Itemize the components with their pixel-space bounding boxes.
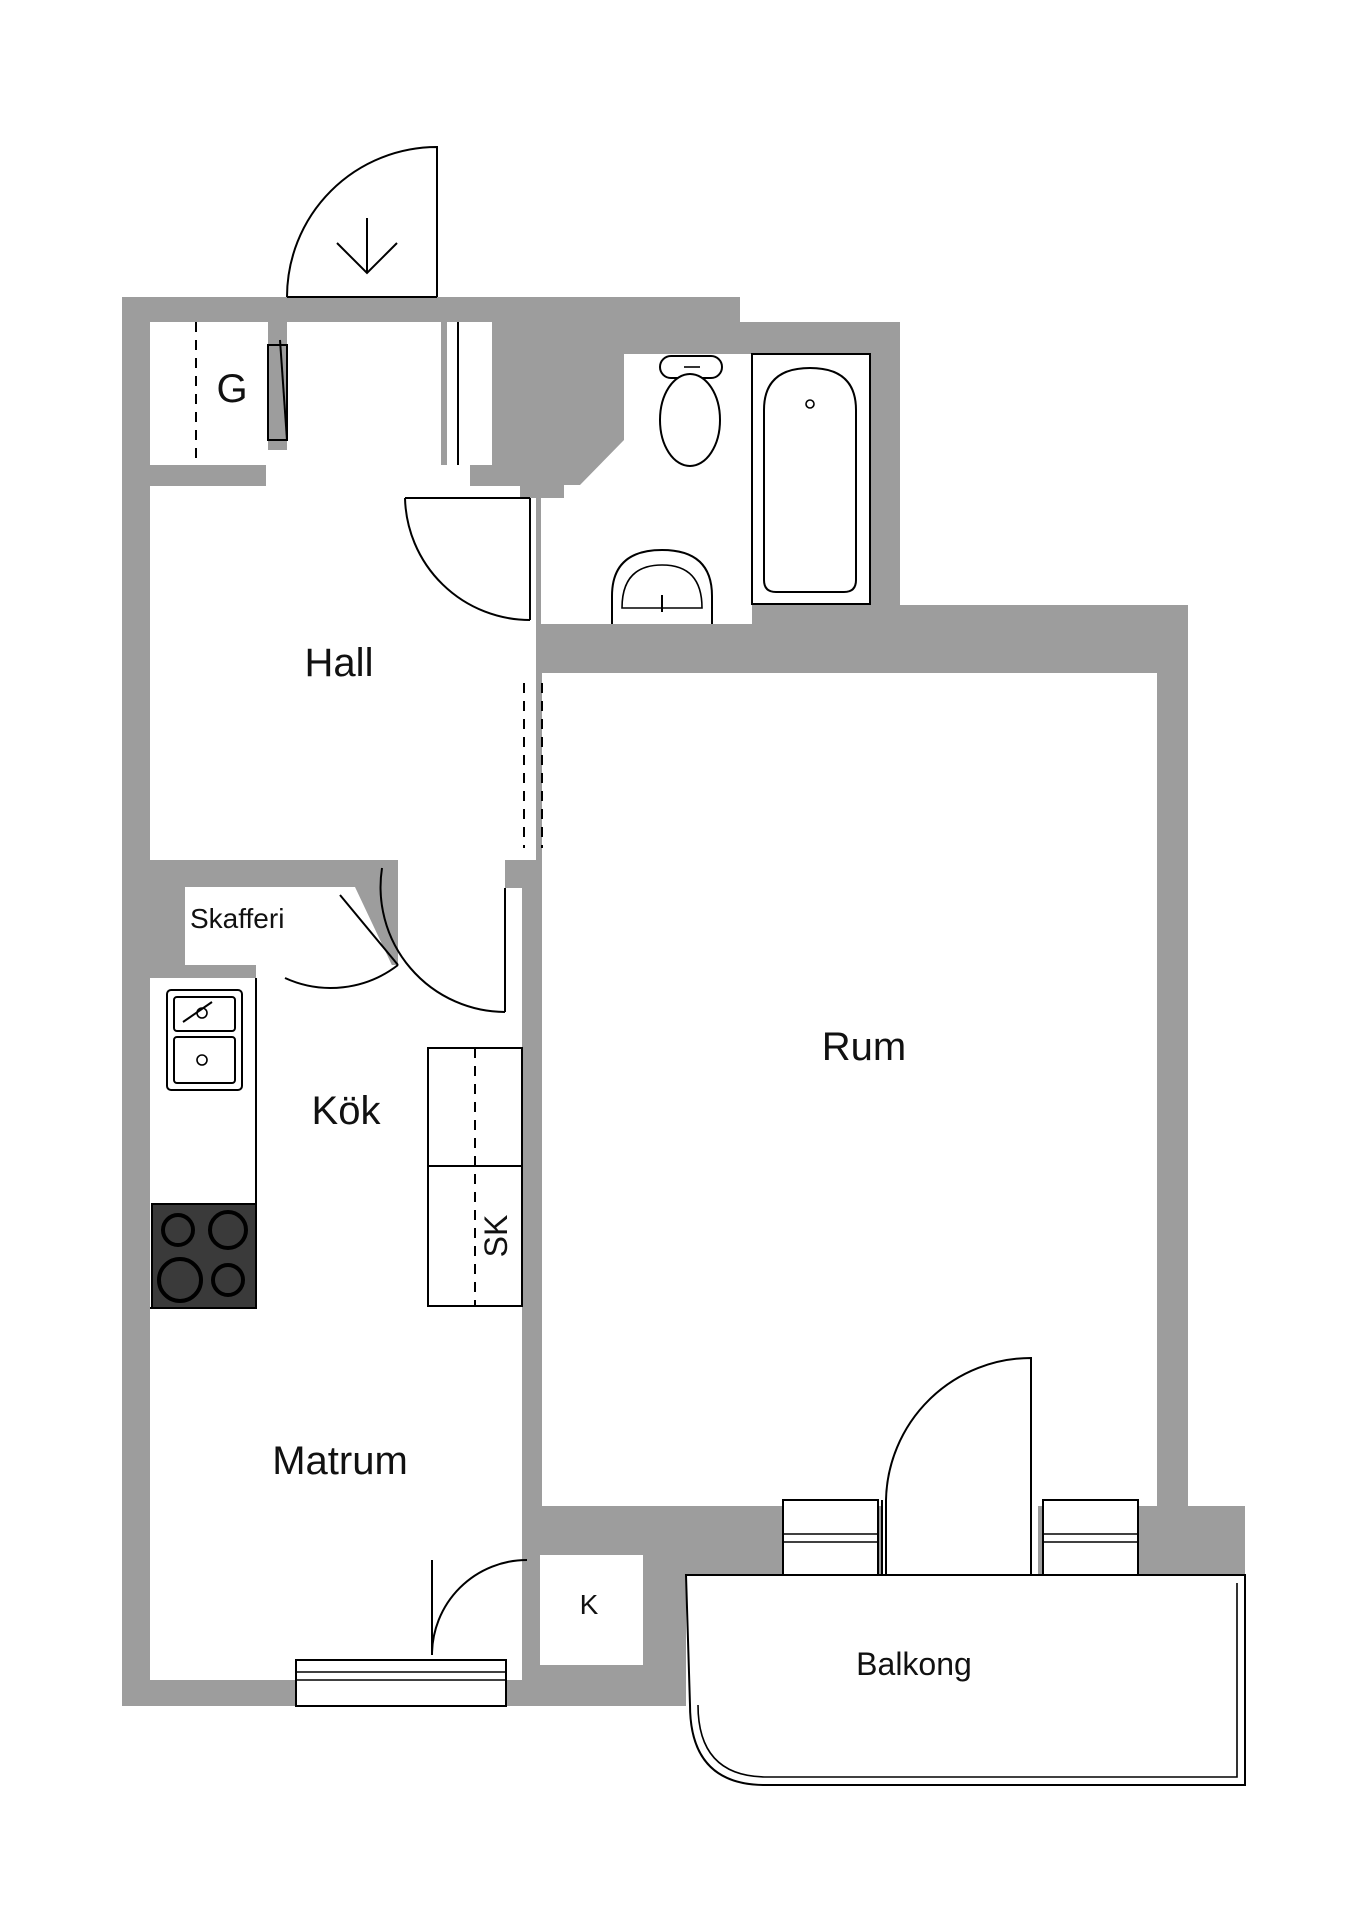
closet-k-label: K [580, 1589, 599, 1620]
balcony-door [881, 1356, 1038, 1580]
kok-label: Kök [312, 1089, 382, 1133]
bathtub-icon [751, 353, 871, 605]
kitchen-counter [150, 978, 257, 1309]
sk-cabinet: SK [427, 1047, 523, 1307]
balcony [684, 1574, 1246, 1786]
balkong-label: Balkong [856, 1646, 972, 1682]
room-labels: Hall Rum Kök Matrum Balkong [272, 641, 972, 1682]
matrum-label: Matrum [272, 1439, 408, 1483]
closet-g: G [195, 322, 288, 465]
entrance-door [286, 145, 438, 298]
skafferi-label: Skafferi [190, 903, 284, 934]
closet-g-label: G [216, 367, 247, 411]
stove-icon [151, 1203, 257, 1309]
washbasin-icon [611, 548, 713, 624]
skafferi: Skafferi [190, 894, 399, 989]
closet-k: K [431, 1559, 599, 1656]
toilet-icon [659, 355, 723, 467]
sk-label: SK [478, 1215, 514, 1258]
sink-icon [166, 989, 243, 1091]
entrance-arrow-icon [336, 218, 398, 275]
kitchen-door [379, 867, 506, 1013]
hall-rum-opening [523, 683, 543, 848]
bathroom [404, 353, 871, 624]
hall-label: Hall [305, 641, 374, 685]
rum-label: Rum [822, 1025, 906, 1069]
window-icon [295, 1499, 1139, 1707]
bathroom-door [404, 497, 531, 621]
